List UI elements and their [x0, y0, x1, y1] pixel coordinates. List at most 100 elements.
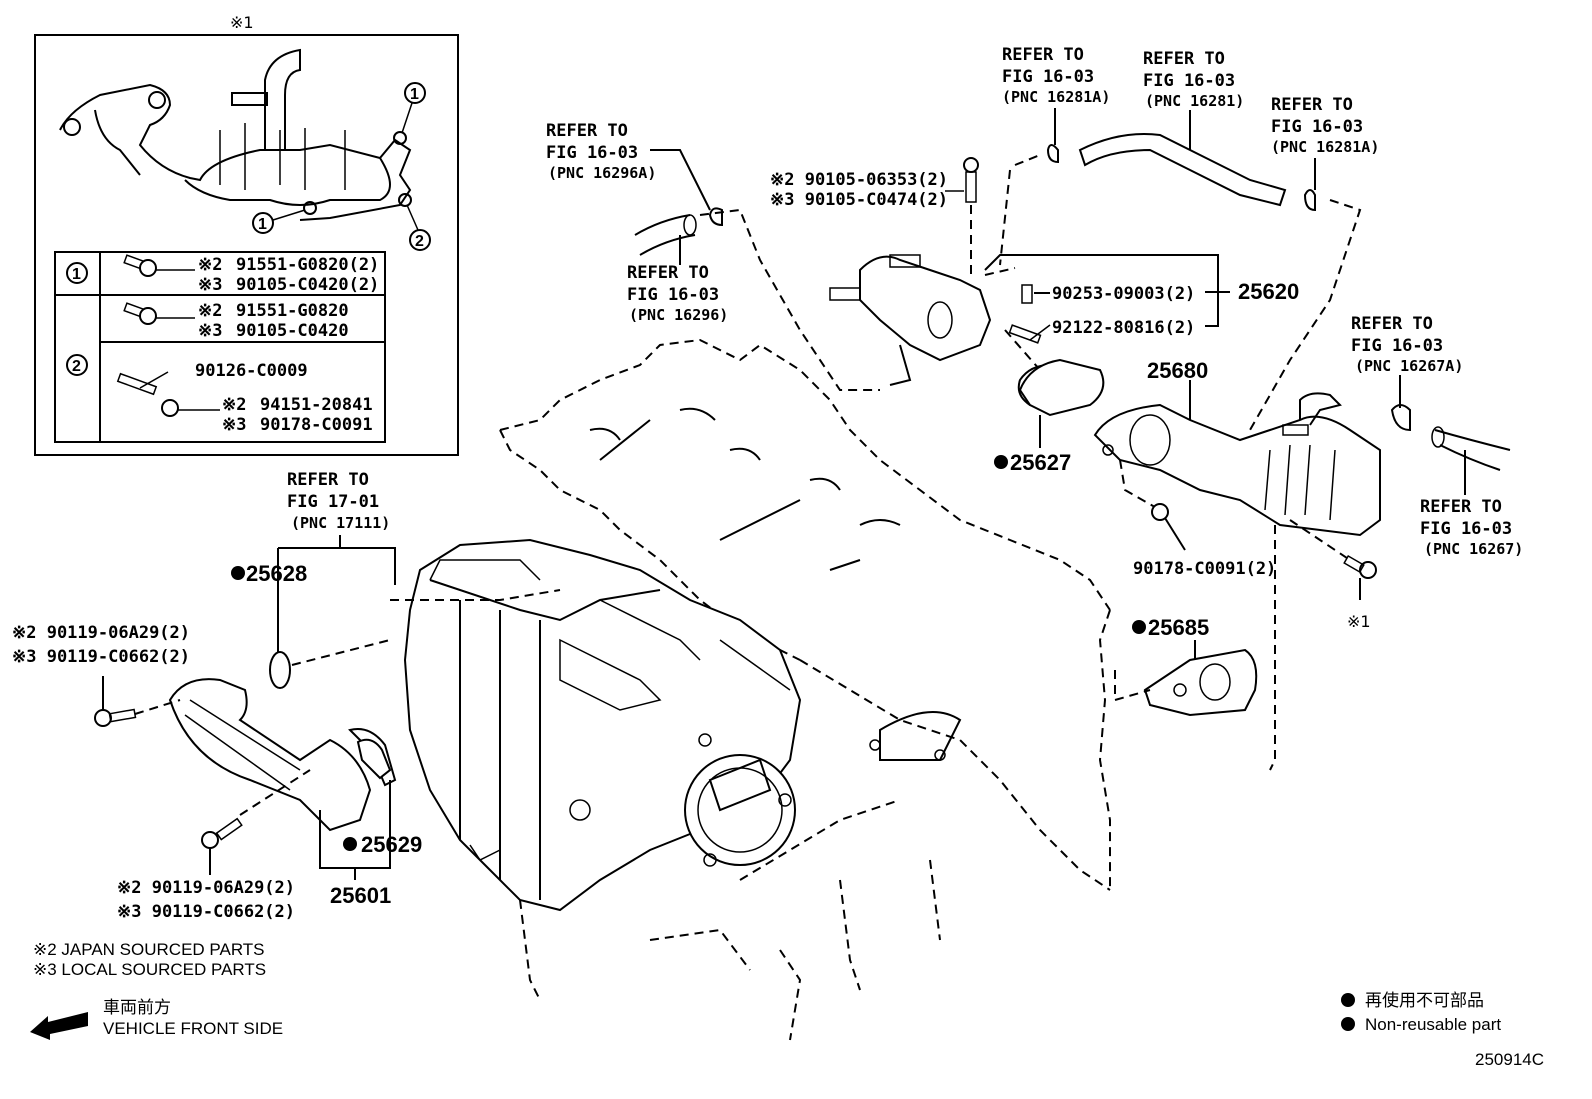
intake-manifold-drawing [390, 538, 802, 912]
note-local-sourced: ※3 LOCAL SOURCED PARTS [33, 960, 266, 979]
leader-16296a [650, 149, 711, 211]
svg-text:FIG 17-01: FIG 17-01 [287, 492, 379, 512]
inset-callout-2 [409, 229, 431, 251]
engine-block-outline [499, 338, 1111, 1041]
svg-text:FIG 16-03: FIG 16-03 [1351, 336, 1443, 356]
non-reusable-dot-25627 [994, 455, 1008, 469]
cooler-nut-icon [1151, 503, 1186, 551]
svg-text:(PNC 16296A): (PNC 16296A) [548, 164, 656, 182]
svg-text:※2: ※2 [222, 395, 246, 415]
egr-pipe-drawing [168, 678, 397, 832]
ref-16296: REFER TO FIG 16-03 (PNC 16296) [627, 263, 728, 324]
stud-icon [1008, 324, 1051, 344]
pnc-25620: 25620 [1238, 279, 1299, 304]
pnc-25628: 25628 [246, 561, 307, 586]
svg-text:REFER TO: REFER TO [1351, 314, 1433, 334]
svg-text:(PNC 17111): (PNC 17111) [291, 514, 390, 532]
throttle-body-bore [684, 754, 796, 866]
svg-text:※3: ※3 [222, 415, 246, 435]
legend-en: Non-reusable part [1365, 1015, 1501, 1034]
front-arrow-icon [30, 1012, 88, 1040]
non-reusable-dot-25628 [231, 566, 245, 580]
sourcing-notes: ※2 JAPAN SOURCED PARTS ※3 LOCAL SOURCED … [33, 940, 266, 979]
ref1-mark: ※1 [1347, 612, 1371, 631]
svg-text:94151-20841: 94151-20841 [260, 395, 373, 415]
svg-text:REFER TO: REFER TO [1143, 49, 1225, 69]
valve-bolt-local: ※3 90105-C0474(2) [770, 190, 948, 210]
egr-cooler-drawing: 1 1 2 [59, 48, 431, 251]
figure-id: 250914C [1475, 1050, 1544, 1069]
svg-text:(PNC 16281A): (PNC 16281A) [1002, 88, 1110, 106]
svg-text:REFER TO: REFER TO [1271, 95, 1353, 115]
svg-text:90105-C0420: 90105-C0420 [236, 321, 349, 341]
legend-dot-icon [1341, 1017, 1355, 1031]
manifold-bolt-top-local: ※3 90119-C0662(2) [12, 647, 190, 667]
svg-text:1: 1 [258, 216, 267, 233]
collar-icon [1021, 284, 1050, 304]
svg-text:FIG 16-03: FIG 16-03 [1143, 71, 1235, 91]
svg-text:90178-C0091: 90178-C0091 [260, 415, 373, 435]
note-japan-sourced: ※2 JAPAN SOURCED PARTS [33, 940, 265, 959]
legend-dot-icon [1341, 993, 1355, 1007]
ref-16296a: REFER TO FIG 16-03 (PNC 16296A) [546, 121, 656, 182]
egr-valve-drawing [699, 208, 1051, 401]
manifold-bolt-bottom-icon [201, 769, 311, 875]
svg-text:FIG 16-03: FIG 16-03 [1271, 117, 1363, 137]
manifold-bolt-top-japan: ※2 90119-06A29(2) [12, 623, 190, 643]
svg-text:(PNC 16296): (PNC 16296) [629, 306, 728, 324]
svg-text:90126-C0009: 90126-C0009 [195, 361, 308, 381]
svg-text:2: 2 [72, 358, 81, 375]
ref-16267: REFER TO FIG 16-03 (PNC 16267) [1420, 497, 1523, 558]
svg-text:1: 1 [72, 266, 81, 283]
svg-text:1: 1 [410, 86, 419, 103]
hoses-drawing [634, 133, 1511, 471]
svg-text:FIG 16-03: FIG 16-03 [627, 285, 719, 305]
svg-text:(PNC 16267): (PNC 16267) [1424, 540, 1523, 558]
pnc-25685: 25685 [1148, 615, 1209, 640]
leader-17111 [277, 535, 396, 650]
ref-16281: REFER TO FIG 16-03 (PNC 16281) [1143, 49, 1244, 110]
svg-text:(PNC 16281): (PNC 16281) [1145, 92, 1244, 110]
svg-text:REFER TO: REFER TO [627, 263, 709, 283]
pnc-25629: 25629 [361, 832, 422, 857]
flange-bolt-icon [123, 302, 195, 325]
bolt-labels: ※2 90105-06353(2) ※3 90105-C0474(2) ※2 9… [12, 170, 948, 922]
front-label-jp: 車両前方 [103, 998, 171, 1017]
inset-title: ※1 [230, 13, 254, 32]
manifold-bolt-bottom-japan: ※2 90119-06A29(2) [117, 878, 295, 898]
svg-text:REFER TO: REFER TO [1420, 497, 1502, 517]
part-92122: 92122-80816(2) [1052, 318, 1195, 338]
inset-callout-1 [404, 82, 426, 104]
svg-text:(PNC 16281A): (PNC 16281A) [1271, 138, 1379, 156]
svg-text:FIG 16-03: FIG 16-03 [1002, 67, 1094, 87]
pnc-25680: 25680 [1147, 358, 1208, 383]
svg-text:※2: ※2 [198, 301, 222, 321]
svg-text:91551-G0820: 91551-G0820 [236, 301, 349, 321]
pnc-25601: 25601 [330, 883, 391, 908]
gasket-25627-icon [1018, 358, 1105, 417]
stud-bolt-icon [116, 371, 169, 396]
vehicle-front-indicator: 車両前方 VEHICLE FRONT SIDE [30, 998, 283, 1040]
ref-16267a: REFER TO FIG 16-03 (PNC 16267A) [1351, 314, 1463, 375]
non-reusable-dot-25685 [1132, 620, 1146, 634]
svg-text:※3: ※3 [198, 321, 222, 341]
svg-text:(PNC 16267A): (PNC 16267A) [1355, 357, 1463, 375]
gasket-25628-icon [269, 651, 291, 689]
svg-text:REFER TO: REFER TO [287, 470, 369, 490]
svg-text:91551-G0820(2): 91551-G0820(2) [236, 255, 379, 275]
bracket-25620 [984, 254, 1230, 327]
svg-text:※3: ※3 [198, 275, 222, 295]
inset-bolt-table: 1 2 ※2 91551-G0820(2) [54, 251, 386, 443]
pnc-25627: 25627 [1010, 450, 1071, 475]
svg-text:FIG 16-03: FIG 16-03 [1420, 519, 1512, 539]
nut-icon [161, 399, 220, 417]
svg-text:2: 2 [415, 233, 424, 250]
svg-text:REFER TO: REFER TO [546, 121, 628, 141]
ref-16281a-2: REFER TO FIG 16-03 (PNC 16281A) [1271, 95, 1379, 156]
legend-jp: 再使用不可部品 [1365, 990, 1484, 1010]
non-reusable-dot-25629 [343, 837, 357, 851]
cooler-bolt-icon [1343, 555, 1377, 600]
svg-text:FIG 16-03: FIG 16-03 [546, 143, 638, 163]
ref-16281a: REFER TO FIG 16-03 (PNC 16281A) [1002, 45, 1110, 106]
svg-text:REFER TO: REFER TO [1002, 45, 1084, 65]
